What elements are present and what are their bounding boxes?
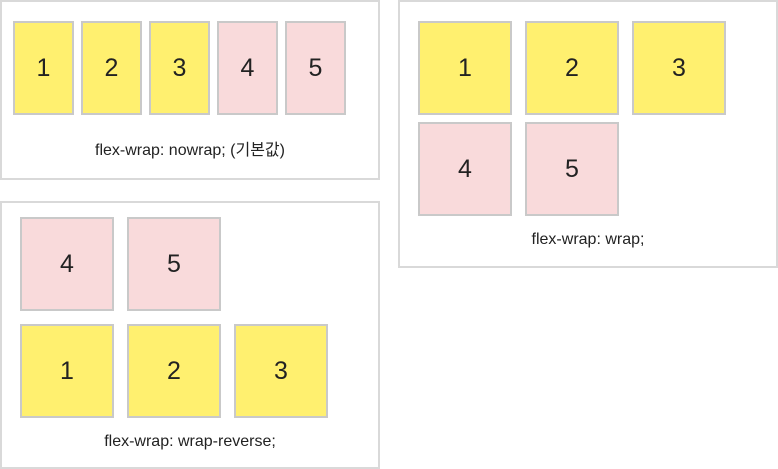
flex-item-5: 5 <box>525 122 619 216</box>
flex-item-4: 4 <box>418 122 512 216</box>
wrap-panel: 1 2 3 4 5 flex-wrap: wrap; <box>398 0 778 268</box>
flex-item-2: 2 <box>525 21 619 115</box>
flex-item-4: 4 <box>217 21 278 115</box>
flex-item-3: 3 <box>234 324 328 418</box>
flex-item-1: 1 <box>20 324 114 418</box>
panel-caption: flex-wrap: nowrap; (기본값) <box>95 142 285 159</box>
flex-item-1: 1 <box>13 21 74 115</box>
panel-caption: flex-wrap: wrap-reverse; <box>104 433 276 450</box>
flex-item-5: 5 <box>127 217 221 311</box>
nowrap-panel: 1 2 3 4 5 flex-wrap: nowrap; (기본값) <box>0 0 380 180</box>
panel-caption: flex-wrap: wrap; <box>531 231 645 248</box>
flex-item-3: 3 <box>632 21 726 115</box>
flex-item-1: 1 <box>418 21 512 115</box>
flex-item-3: 3 <box>149 21 210 115</box>
flex-item-2: 2 <box>81 21 142 115</box>
flex-item-5: 5 <box>285 21 346 115</box>
flex-item-2: 2 <box>127 324 221 418</box>
wrap-reverse-panel: 1 2 3 4 5 flex-wrap: wrap-reverse; <box>0 201 380 469</box>
flex-item-4: 4 <box>20 217 114 311</box>
